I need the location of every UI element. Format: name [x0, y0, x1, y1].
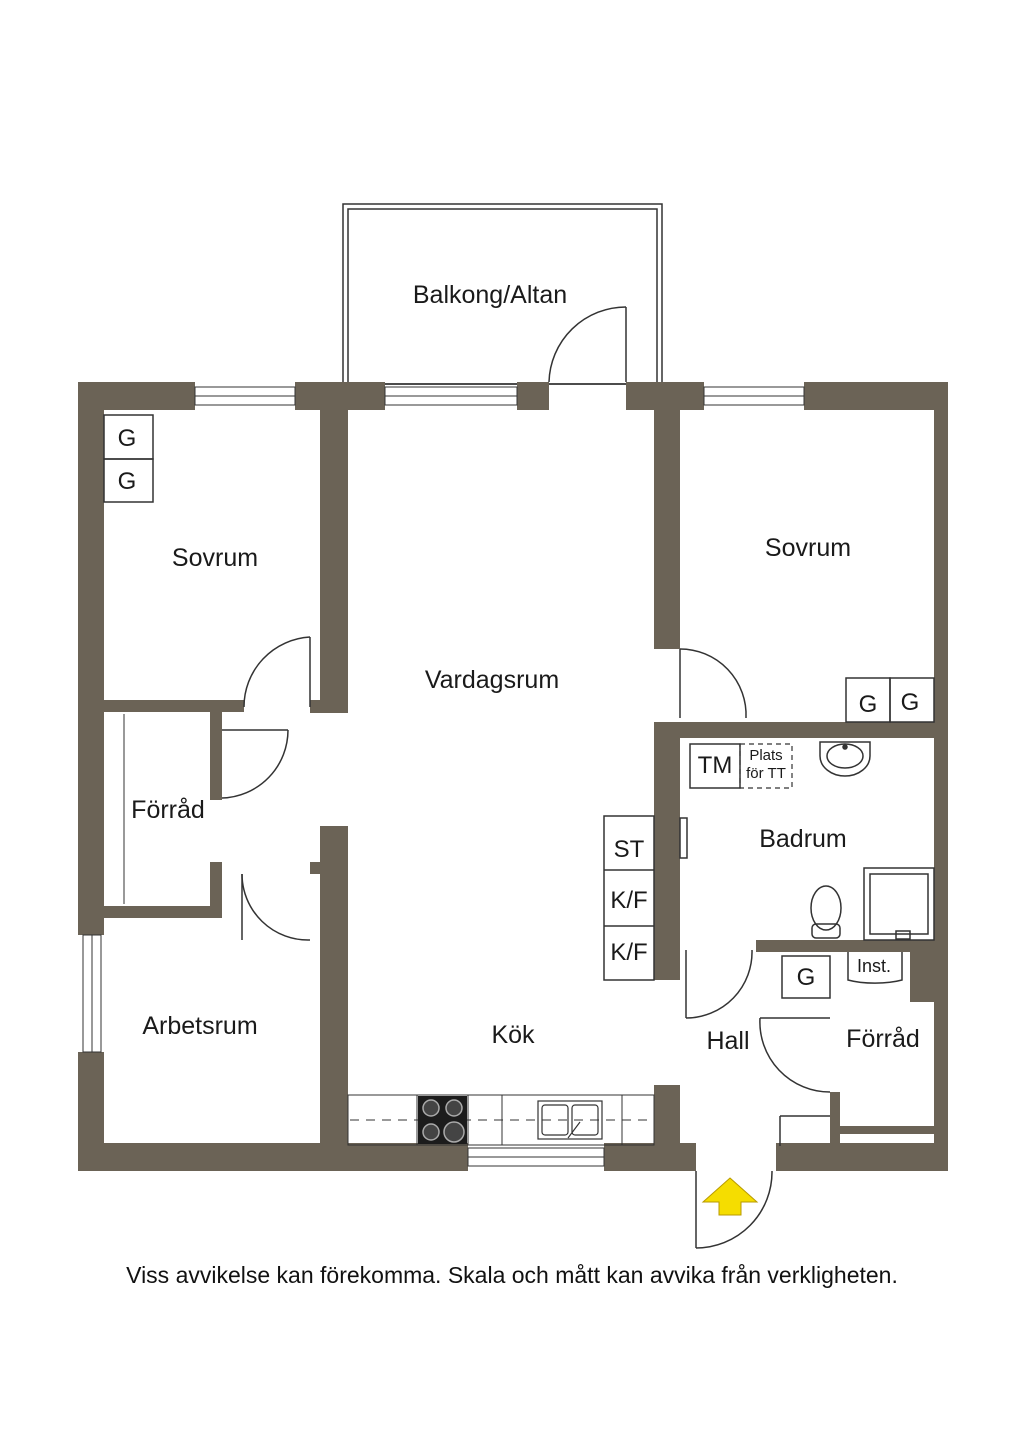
wardrobe-label: G [118, 425, 137, 452]
fridge-freezer-label: K/F [610, 939, 647, 966]
wardrobe-label: G [859, 691, 878, 718]
room-label-kitchen: Kök [491, 1021, 535, 1049]
wardrobe-label: G [797, 964, 816, 991]
dryer-space [739, 743, 793, 789]
outer-walls [78, 382, 948, 1171]
doors [221, 306, 831, 1249]
room-label-balcony: Balkong/Altan [413, 281, 567, 309]
wardrobe-label: G [901, 689, 920, 716]
disclaimer-text: Viss avvikelse kan förekomma. Skala och … [126, 1262, 898, 1288]
washbasin [819, 741, 871, 777]
installation-cabinet [847, 952, 903, 984]
stove-cabinet-label: ST [614, 836, 645, 863]
room-label-office: Arbetsrum [142, 1012, 257, 1040]
wardrobes [103, 414, 935, 999]
kitchen-counter [347, 1094, 655, 1146]
shower [863, 867, 935, 941]
stove [418, 1096, 467, 1144]
tall-cabinets [603, 815, 688, 981]
room-label-living: Vardagsrum [425, 666, 559, 694]
fridge-freezer-label: K/F [610, 887, 647, 914]
room-label-storage-right: Förråd [846, 1025, 920, 1053]
dryer-space-label: Plats [749, 747, 782, 764]
dryer-space-label: för TT [746, 765, 786, 782]
room-label-hall: Hall [706, 1027, 749, 1055]
entrance-arrow-icon [701, 1177, 759, 1216]
installation-label: Inst. [857, 956, 891, 976]
room-label-bedroom-left: Sovrum [172, 544, 258, 572]
sink [537, 1100, 603, 1140]
windows [82, 386, 805, 1167]
washing-machine [689, 743, 741, 789]
balcony [342, 203, 663, 385]
toilet [810, 885, 842, 939]
room-label-bedroom-right: Sovrum [765, 534, 851, 562]
wardrobe-label: G [118, 468, 137, 495]
interior-walls [104, 405, 948, 1146]
room-label-storage-left: Förråd [131, 796, 205, 824]
room-label-bathroom: Badrum [759, 825, 847, 853]
washing-machine-label: TM [698, 752, 733, 779]
